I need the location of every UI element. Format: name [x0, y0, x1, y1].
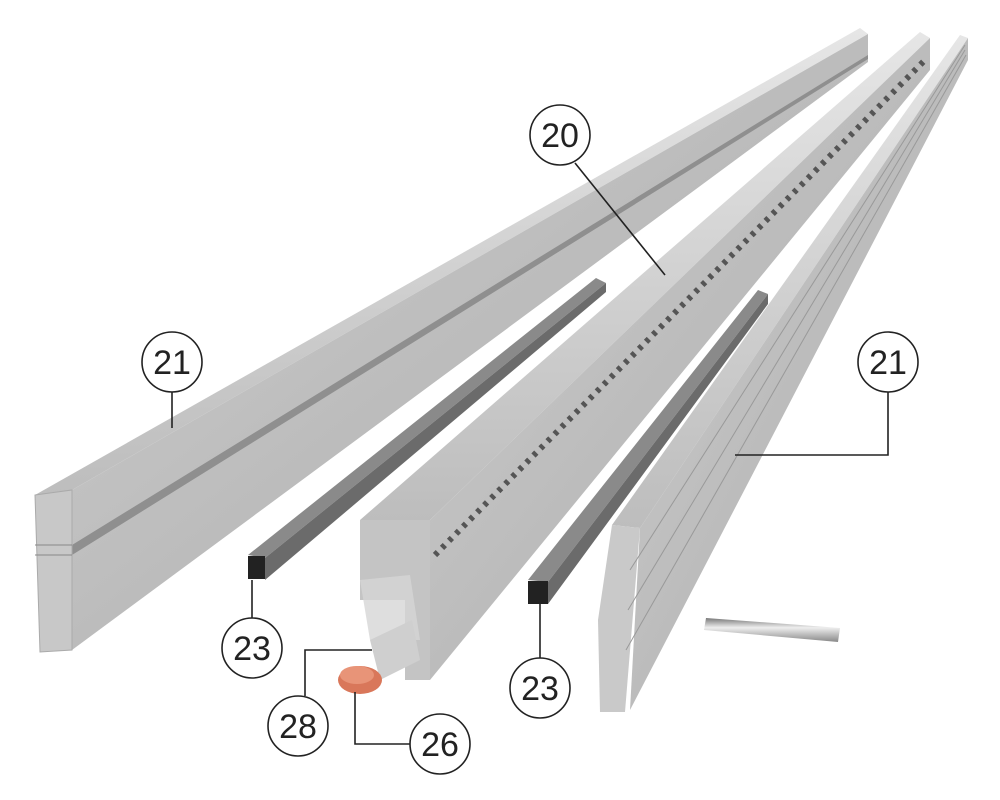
callout-label: 23 — [233, 630, 271, 668]
leader-lines — [171, 162, 889, 745]
center-rail — [360, 32, 930, 680]
shaft-assembly — [338, 620, 420, 694]
callout-23-left: 23 — [221, 617, 283, 679]
left-strip — [248, 278, 606, 580]
callout-label: 21 — [153, 344, 191, 382]
callout-20: 20 — [529, 104, 591, 166]
callout-21-right: 21 — [857, 331, 919, 393]
callout-28: 28 — [267, 695, 329, 757]
callout-label: 21 — [869, 344, 907, 382]
loose-pin — [704, 618, 840, 642]
right-rail — [598, 35, 968, 712]
callout-label: 26 — [421, 726, 459, 764]
callout-21-left: 21 — [141, 331, 203, 393]
right-strip — [528, 290, 768, 604]
callout-label: 28 — [279, 708, 317, 746]
callout-23-right: 23 — [509, 657, 571, 719]
callout-label: 20 — [541, 117, 579, 155]
left-rail — [34, 28, 868, 653]
callout-label: 23 — [521, 670, 559, 708]
callout-26: 26 — [409, 713, 471, 775]
